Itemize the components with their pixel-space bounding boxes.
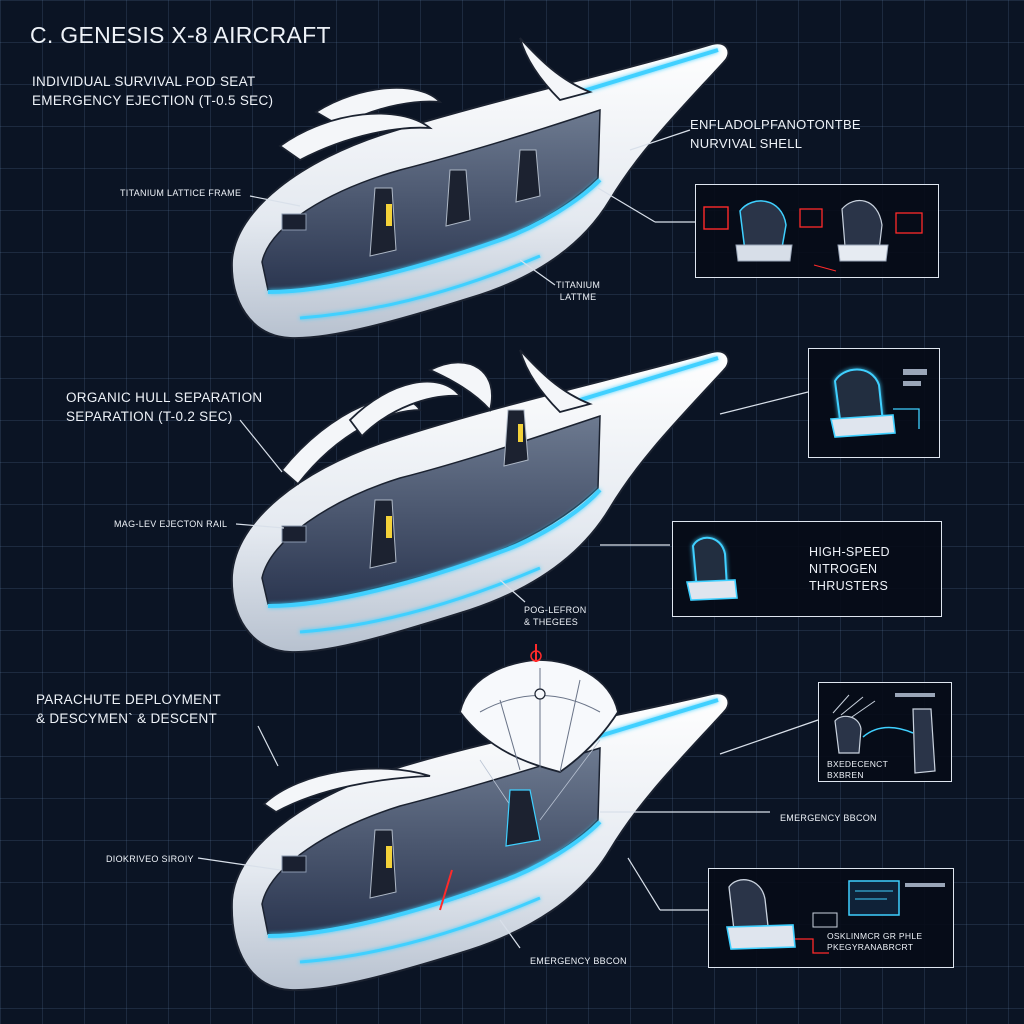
stage1-heading: INDIVIDUAL SURVIVAL POD SEAT EMERGENCY E…	[32, 72, 273, 110]
label-titanium-lattice: TITANIUM LATTME	[556, 279, 600, 303]
label-survival-shell-line2: NURVIVAL SHELL	[690, 136, 803, 151]
inset-thrusters-detail: HIGH-SPEED NITROGEN THRUSTERS	[672, 521, 942, 617]
inset-descent-caption-line2: BXBREN	[827, 770, 864, 780]
label-mag-lev-ejection-rail: MAG-LEV EJECTON RAIL	[114, 519, 228, 529]
inset-beacon-caption-line1: OSKLINMCR GR PHLE	[827, 931, 923, 941]
page-title: C. GENESIS X-8 AIRCRAFT	[30, 22, 331, 48]
label-titanium-lattice-frame: TITANIUM LATTICE FRAME	[120, 188, 242, 198]
stage3-heading-line1: PARACHUTE DEPLOYMENT	[36, 692, 222, 707]
aircraft-stage-1	[230, 37, 730, 340]
label-pog-lefron-line1: POG-LEFRON	[524, 605, 587, 615]
stage3-heading: PARACHUTE DEPLOYMENT & DESCYMEN` & DESCE…	[36, 690, 221, 728]
leader-lines	[197, 129, 819, 949]
label-pog-lefron: POG-LEFRON & THEGEES	[524, 604, 587, 628]
stage2-heading: ORGANIC HULL SEPARATION SEPARATION (T-0.…	[66, 388, 262, 426]
label-diokriveo-siroiy: DIOKRIVEO SIROIY	[106, 854, 194, 864]
inset-seat-shell-detail	[695, 184, 939, 278]
inset-descent-detail: BXEDECENCT BXBREN	[818, 682, 952, 782]
label-survival-shell-line1: ENFLADOLPFANOTONTBE	[690, 117, 861, 132]
inset-beacon-illustration	[726, 879, 945, 954]
inset-descent-caption: BXEDECENCT BXBREN	[827, 759, 888, 781]
thruster-caption: HIGH-SPEED NITROGEN THRUSTERS	[809, 544, 890, 595]
inset-seat-shell-illustration	[703, 200, 923, 272]
inset-pod-seat-detail	[808, 348, 940, 458]
label-pog-lefron-line2: & THEGEES	[524, 617, 579, 627]
thruster-caption-line1: HIGH-SPEED	[809, 545, 890, 559]
stage1-heading-line1: INDIVIDUAL SURVIVAL POD SEAT	[32, 74, 256, 89]
stage2-heading-line1: ORGANIC HULL SEPARATION	[66, 390, 263, 405]
inset-beacon-caption: OSKLINMCR GR PHLE PKEGYRANABRCRT	[827, 931, 922, 953]
inset-pod-seat-illustration	[830, 368, 927, 438]
inset-thrusters-illustration	[686, 536, 738, 601]
stage1-heading-line2: EMERGENCY EJECTION (T-0.5 SEC)	[32, 93, 274, 108]
thruster-caption-line3: THRUSTERS	[809, 579, 889, 593]
stage2-heading-line2: SEPARATION (T-0.2 SEC)	[66, 409, 233, 424]
inset-descent-caption-line1: BXEDECENCT	[827, 759, 889, 769]
stage3-heading-line2: & DESCYMEN` & DESCENT	[36, 711, 218, 726]
label-titanium-lattice-line1: TITANIUM	[556, 280, 601, 290]
thruster-caption-line2: NITROGEN	[809, 562, 878, 576]
label-survival-shell: ENFLADOLPFANOTONTBE NURVIVAL SHELL	[690, 115, 861, 153]
aircraft-stage-3	[230, 644, 730, 992]
label-emergency-beacon-bottom: EMERGENCY BBCON	[530, 956, 627, 966]
label-titanium-lattice-line2: LATTME	[559, 292, 597, 302]
aircraft-stage-2	[230, 349, 730, 654]
inset-beacon-caption-line2: PKEGYRANABRCRT	[827, 942, 914, 952]
inset-beacon-detail: OSKLINMCR GR PHLE PKEGYRANABRCRT	[708, 868, 954, 968]
label-emergency-beacon-right: EMERGENCY BBCON	[780, 813, 877, 823]
inset-descent-illustration	[832, 693, 936, 774]
